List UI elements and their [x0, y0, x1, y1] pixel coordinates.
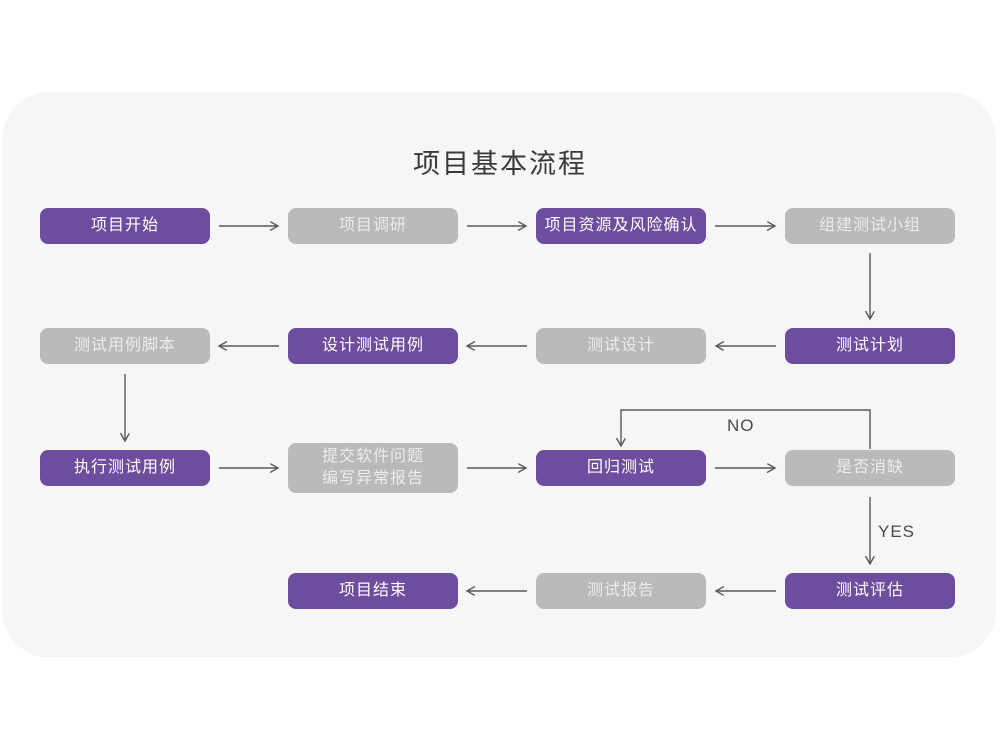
diagram-title: 项目基本流程	[413, 149, 587, 179]
node-test-evaluation: 测试评估	[785, 573, 955, 609]
node-resource-risk-confirm: 项目资源及风险确认	[536, 208, 706, 244]
edge-label-no: NO	[727, 416, 755, 435]
node-test-plan: 测试计划	[785, 328, 955, 364]
node-design-test-case: 设计测试用例	[288, 328, 458, 364]
flowchart-card	[2, 92, 996, 658]
node-test-design: 测试设计	[536, 328, 706, 364]
node-build-test-team: 组建测试小组	[785, 208, 955, 244]
node-test-case-script: 测试用例脚本	[40, 328, 210, 364]
node-project-research: 项目调研	[288, 208, 458, 244]
node-submit-issue-report: 提交软件问题 编写异常报告	[288, 443, 458, 493]
node-defect-cleared-decision: 是否消缺	[785, 450, 955, 486]
node-execute-test-case: 执行测试用例	[40, 450, 210, 486]
node-project-start: 项目开始	[40, 208, 210, 244]
node-project-end: 项目结束	[288, 573, 458, 609]
node-test-report: 测试报告	[536, 573, 706, 609]
edge-label-yes: YES	[878, 522, 916, 541]
node-regression-test: 回归测试	[536, 450, 706, 486]
